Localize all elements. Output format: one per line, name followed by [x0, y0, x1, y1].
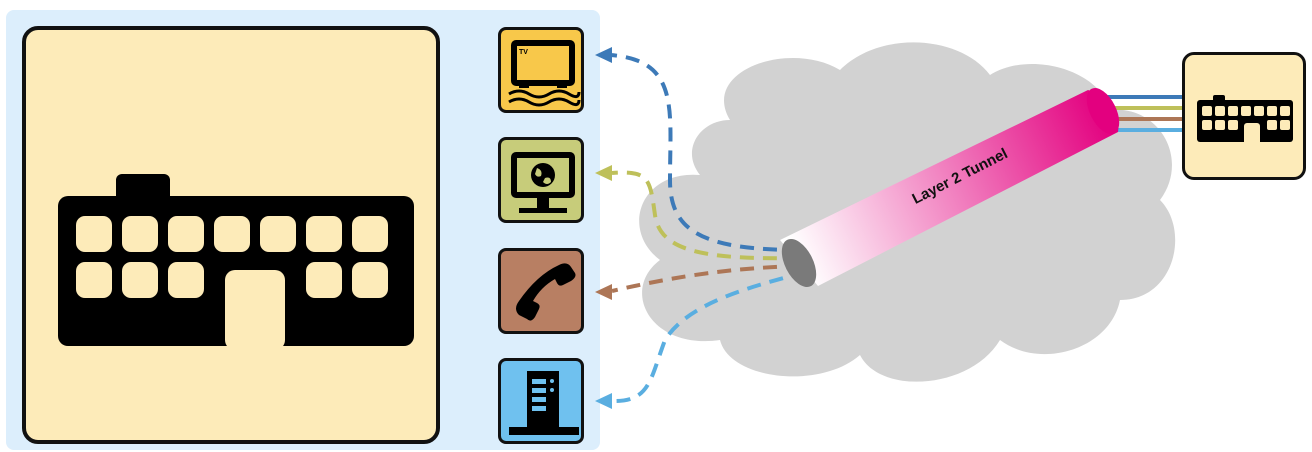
tv-device: TV [498, 27, 584, 113]
tv-caption: TV [519, 49, 528, 56]
link-server [611, 270, 806, 404]
layer2-tunnel [780, 87, 1120, 288]
building-icon [1197, 95, 1293, 145]
link-tv [609, 53, 801, 252]
phone-icon [516, 263, 576, 321]
building-icon [58, 174, 414, 350]
phone-device [498, 248, 584, 334]
main-building-tile [22, 26, 440, 444]
link-phone [611, 264, 801, 293]
server-device [498, 358, 584, 444]
server-icon [509, 371, 579, 435]
globe-monitor-icon [511, 152, 575, 213]
tv-icon: TV [508, 40, 581, 107]
remote-building-tile [1182, 52, 1306, 180]
arrowheads [595, 47, 612, 409]
web-device [498, 137, 584, 223]
